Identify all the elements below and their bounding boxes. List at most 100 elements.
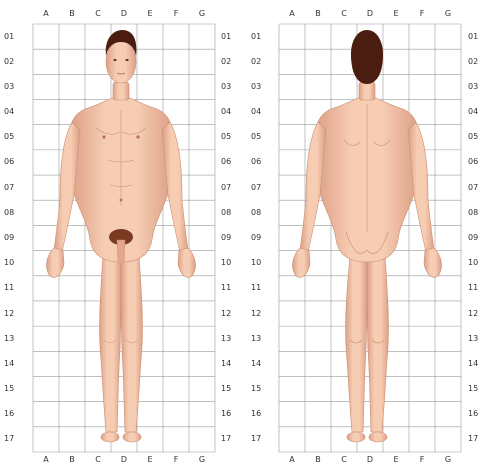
column-label-top: B <box>308 9 328 19</box>
row-label-left: 01 <box>251 32 269 42</box>
row-label-left: 16 <box>4 409 22 419</box>
row-label-left: 13 <box>4 334 22 344</box>
column-label-bottom: C <box>334 455 354 465</box>
row-label-right: 12 <box>468 309 479 319</box>
row-label-left: 15 <box>4 384 22 394</box>
row-label-left: 05 <box>4 132 22 142</box>
row-label-left: 04 <box>4 107 22 117</box>
row-label-right: 12 <box>221 309 239 319</box>
row-label-left: 12 <box>4 309 22 319</box>
row-label-right: 07 <box>221 183 239 193</box>
row-label-right: 05 <box>468 132 479 142</box>
row-label-left: 04 <box>251 107 269 117</box>
row-label-left: 11 <box>4 283 22 293</box>
column-label-top: B <box>62 9 82 19</box>
row-label-left: 03 <box>251 82 269 92</box>
row-label-left: 09 <box>4 233 22 243</box>
column-label-top: C <box>88 9 108 19</box>
row-label-left: 12 <box>251 309 269 319</box>
row-label-right: 09 <box>468 233 479 243</box>
row-label-left: 02 <box>251 57 269 67</box>
row-label-right: 02 <box>221 57 239 67</box>
row-label-left: 10 <box>251 258 269 268</box>
column-label-top: A <box>36 9 56 19</box>
column-label-bottom: G <box>192 455 212 465</box>
row-label-left: 15 <box>251 384 269 394</box>
row-label-left: 09 <box>251 233 269 243</box>
row-label-right: 05 <box>221 132 239 142</box>
row-label-left: 06 <box>251 157 269 167</box>
column-label-bottom: G <box>438 455 458 465</box>
column-label-bottom: F <box>166 455 186 465</box>
row-label-left: 10 <box>4 258 22 268</box>
row-label-right: 06 <box>468 157 479 167</box>
row-label-right: 14 <box>468 359 479 369</box>
column-label-bottom: C <box>88 455 108 465</box>
column-label-top: C <box>334 9 354 19</box>
row-label-right: 13 <box>221 334 239 344</box>
row-label-left: 11 <box>251 283 269 293</box>
row-label-left: 07 <box>251 183 269 193</box>
row-label-right: 09 <box>221 233 239 243</box>
row-label-left: 13 <box>251 334 269 344</box>
row-label-right: 10 <box>221 258 239 268</box>
row-label-right: 16 <box>468 409 479 419</box>
column-label-top: G <box>438 9 458 19</box>
row-label-left: 06 <box>4 157 22 167</box>
column-label-top: E <box>140 9 160 19</box>
row-label-right: 15 <box>468 384 479 394</box>
row-label-right: 02 <box>468 57 479 67</box>
row-label-right: 01 <box>468 32 479 42</box>
row-label-right: 04 <box>221 107 239 117</box>
row-label-left: 17 <box>4 434 22 444</box>
row-label-right: 14 <box>221 359 239 369</box>
column-label-bottom: F <box>412 455 432 465</box>
row-label-right: 07 <box>468 183 479 193</box>
row-label-right: 17 <box>468 434 479 444</box>
row-label-left: 08 <box>4 208 22 218</box>
row-label-left: 07 <box>4 183 22 193</box>
row-label-right: 11 <box>221 283 239 293</box>
row-label-right: 03 <box>221 82 239 92</box>
column-label-bottom: D <box>360 455 380 465</box>
column-label-top: D <box>360 9 380 19</box>
row-label-left: 14 <box>251 359 269 369</box>
column-label-top: D <box>114 9 134 19</box>
row-label-left: 14 <box>4 359 22 369</box>
row-label-right: 13 <box>468 334 479 344</box>
row-label-right: 01 <box>221 32 239 42</box>
column-label-bottom: E <box>140 455 160 465</box>
row-label-left: 08 <box>251 208 269 218</box>
column-label-top: F <box>166 9 186 19</box>
row-label-right: 06 <box>221 157 239 167</box>
column-label-top: E <box>386 9 406 19</box>
column-label-top: G <box>192 9 212 19</box>
row-label-right: 17 <box>221 434 239 444</box>
column-label-bottom: A <box>282 455 302 465</box>
column-label-top: F <box>412 9 432 19</box>
column-label-bottom: B <box>62 455 82 465</box>
column-label-bottom: D <box>114 455 134 465</box>
row-label-right: 11 <box>468 283 479 293</box>
row-label-right: 15 <box>221 384 239 394</box>
row-label-left: 03 <box>4 82 22 92</box>
row-label-left: 01 <box>4 32 22 42</box>
row-label-right: 16 <box>221 409 239 419</box>
back-body-illustration <box>240 0 479 466</box>
row-label-right: 08 <box>468 208 479 218</box>
column-label-bottom: B <box>308 455 328 465</box>
row-label-right: 03 <box>468 82 479 92</box>
row-label-right: 10 <box>468 258 479 268</box>
column-label-bottom: E <box>386 455 406 465</box>
row-label-left: 17 <box>251 434 269 444</box>
row-label-right: 08 <box>221 208 239 218</box>
row-label-left: 02 <box>4 57 22 67</box>
column-label-top: A <box>282 9 302 19</box>
front-body-illustration <box>0 0 240 466</box>
row-label-left: 05 <box>251 132 269 142</box>
row-label-left: 16 <box>251 409 269 419</box>
column-label-bottom: A <box>36 455 56 465</box>
row-label-right: 04 <box>468 107 479 117</box>
